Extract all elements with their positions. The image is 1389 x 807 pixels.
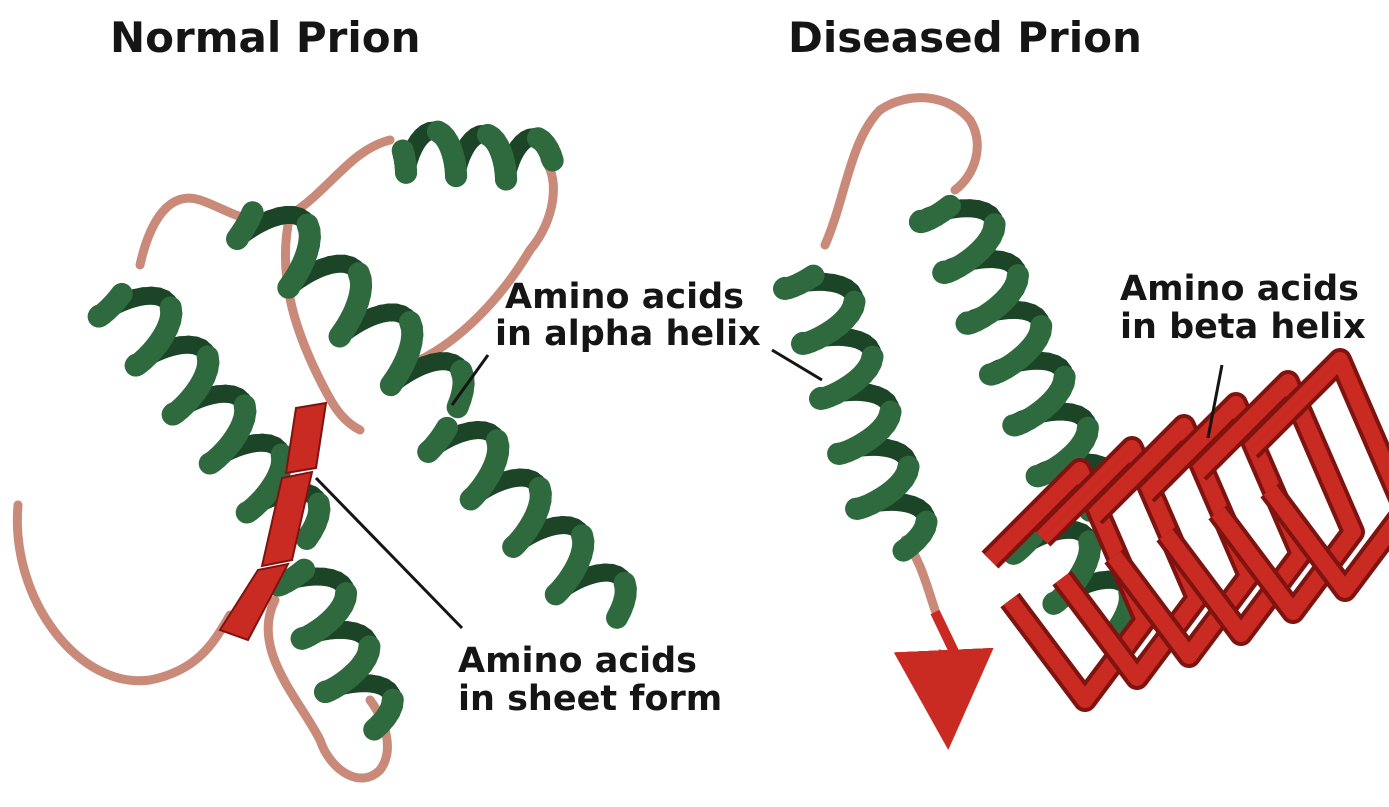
alpha-helix-ribbon-segment	[784, 288, 785, 289]
beta-helix-label-line2: in beta helix	[1120, 307, 1366, 347]
alpha-helix-ribbon-segment	[471, 499, 472, 500]
alpha-helix-ribbon-segment	[903, 545, 910, 550]
diseased-alpha-leader-line	[772, 350, 822, 380]
alpha-helix-label-line1: Amino acids	[505, 277, 744, 317]
alpha-helix-ribbon-segment	[99, 316, 100, 317]
alpha-helix-ribbon-segment	[802, 343, 803, 344]
diseased-coil-group	[825, 98, 977, 610]
alpha-helix-ribbon-segment	[288, 287, 289, 288]
sheet-form-label-line2: in sheet form	[458, 679, 722, 719]
alpha-helix-ribbon-segment	[1117, 621, 1122, 629]
diseased-prion-panel: Diseased Prion Amino acids in beta helix	[772, 13, 1389, 700]
alpha-helix-ribbon-segment	[374, 724, 380, 730]
alpha-helix-ribbon-segment	[513, 546, 514, 547]
alpha-helix-ribbon-segment	[943, 272, 944, 273]
diseased-prion-title: Diseased Prion	[788, 13, 1142, 62]
alpha-helix-ribbon-segment	[617, 610, 621, 617]
normal-prion-title: Normal Prion	[110, 13, 421, 62]
diseased-alpha-helices	[784, 206, 1130, 629]
alpha-helix-ribbon-segment	[920, 221, 921, 222]
alpha-helix-ribbon-segment	[302, 638, 303, 639]
alpha-helix-ribbon-segment	[136, 365, 137, 366]
beta-strand-arrow-icon	[935, 612, 958, 700]
alpha-helix-ribbon-segment	[307, 532, 312, 539]
alpha-helix-ribbon-segment	[551, 155, 553, 161]
alpha-helix-label-line2: in alpha helix	[495, 314, 761, 354]
alpha-helix-ribbon-segment	[391, 384, 392, 385]
alpha-helix-ribbon-segment	[428, 451, 429, 452]
sheet-form-label-line1: Amino acids	[458, 641, 697, 681]
alpha-helix-ribbon-segment	[967, 322, 968, 323]
normal-coil	[140, 140, 390, 265]
normal-coil	[17, 505, 230, 681]
alpha-helix-ribbon-segment	[458, 399, 461, 407]
alpha-helix-ribbon-segment	[340, 336, 341, 337]
alpha-helix-ribbon-segment	[820, 398, 821, 399]
normal-prion-panel: Normal Prion Amino acids in alpha helix …	[17, 13, 761, 778]
diseased-coil	[825, 98, 977, 245]
beta-helix-label-line1: Amino acids	[1120, 269, 1359, 309]
normal-beta-strand	[286, 403, 326, 473]
alpha-helix-ribbon-segment	[237, 238, 238, 239]
alpha-helix-ribbon-segment	[173, 414, 174, 415]
alpha-helix-ribbon-segment	[325, 691, 326, 692]
alpha-helix-ribbon-segment	[278, 585, 279, 586]
alpha-helix-ribbon-segment	[1053, 603, 1054, 604]
alpha-helix-ribbon-segment	[556, 594, 557, 595]
